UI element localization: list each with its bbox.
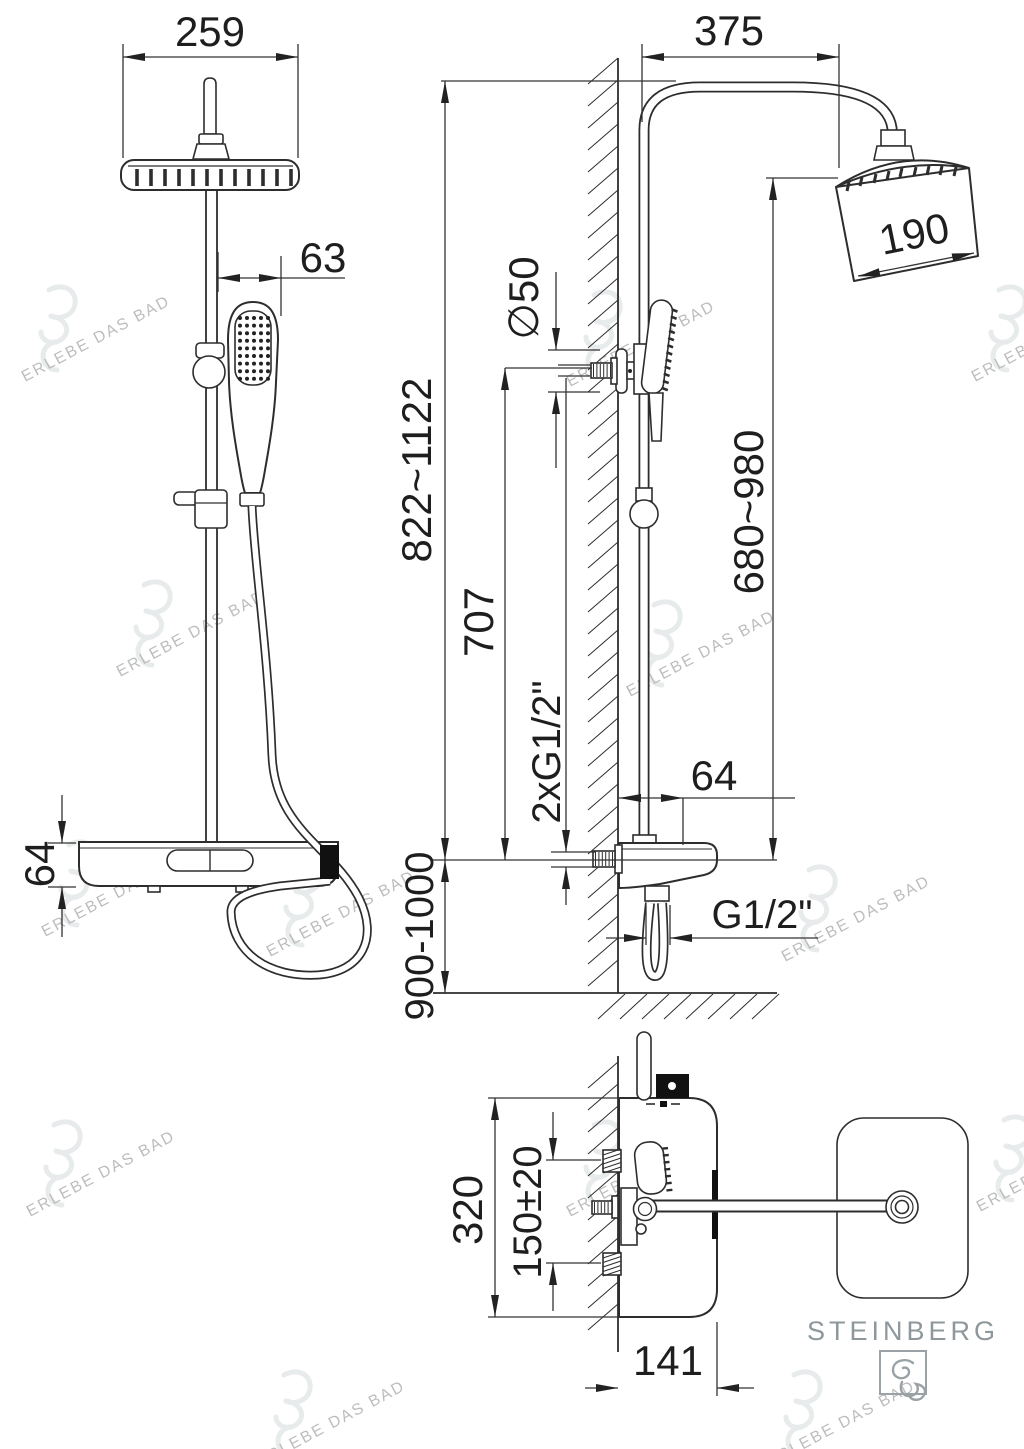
dim-64-shelf-label: 64 [16, 841, 63, 888]
valve-screw [591, 1200, 613, 1215]
connection-hatch [602, 1148, 622, 1174]
floor-hatch [597, 993, 780, 1020]
dim-150-20-label: 150±20 [506, 1145, 550, 1278]
ceiling-stem [203, 77, 217, 135]
head-flange [873, 145, 915, 161]
screw-threads [595, 852, 613, 866]
valve-bracket-plan [620, 1187, 638, 1246]
wall-hatch [587, 57, 619, 987]
stem-collar [198, 133, 224, 145]
valve-plate [611, 1195, 619, 1219]
rain-head-side-face [835, 167, 979, 282]
side-view [433, 57, 979, 1020]
dim-63-label: 63 [300, 234, 347, 281]
spray-ticks [661, 308, 678, 392]
rain-head-front [120, 159, 300, 191]
plan-view [587, 1031, 969, 1352]
slider-ball [192, 355, 226, 389]
dim-680-980-label: 680~980 [725, 430, 772, 595]
stem-flare [191, 143, 231, 160]
hose-nut-side [644, 885, 670, 902]
connection-hatch [602, 1251, 622, 1277]
brand-name: STEINBERG [807, 1316, 999, 1346]
dim-g12-label: G1/2" [712, 893, 813, 937]
wall-hatch [587, 1061, 619, 1331]
valve-pivot [632, 1196, 658, 1222]
pipe-clamp [194, 489, 228, 529]
rain-head-rim-ribs [845, 165, 958, 192]
hand-shower-handle-side [648, 392, 664, 442]
hose-nut [239, 492, 265, 507]
dim-50-label: ∅50 [500, 256, 547, 339]
head-nut [880, 129, 906, 147]
dim-2xg12-label: 2xG1/2" [525, 680, 569, 823]
dimensions: 259 63 64 375 190 ∅50 822~1122 7 [16, 7, 975, 1396]
dim-320-label: 320 [444, 1175, 491, 1245]
dim-141-label: 141 [633, 1337, 703, 1384]
inlet-screw [592, 850, 616, 868]
brand-logo-swirl [891, 1359, 927, 1401]
slider-knob-side [629, 499, 659, 529]
shelf-side [618, 842, 718, 890]
slider-side [635, 487, 653, 502]
dim-375-label: 375 [694, 7, 764, 54]
hand-shower-plan [633, 1141, 668, 1195]
spray-ticks [661, 1146, 673, 1192]
front-view [78, 77, 372, 980]
dim-822-1122-label: 822~1122 [393, 378, 440, 563]
spray-dots [238, 316, 270, 381]
screw-threads [594, 1202, 609, 1213]
rain-head-rim [835, 159, 970, 188]
inlet-plate [614, 844, 623, 874]
hose-connector-black [320, 845, 339, 879]
riser-plan [636, 1031, 652, 1101]
screw-threads [593, 364, 611, 377]
dim-259-label: 259 [175, 8, 245, 55]
dim-707-label: 707 [455, 587, 502, 657]
rain-head-ribs [135, 169, 293, 186]
dim-64-side-label: 64 [691, 752, 738, 799]
shelf-foot [147, 885, 161, 893]
holder-screw [590, 362, 613, 379]
dim-900-1000-label: 900-1000 [398, 851, 442, 1020]
brand-block: STEINBERG [807, 1316, 999, 1401]
